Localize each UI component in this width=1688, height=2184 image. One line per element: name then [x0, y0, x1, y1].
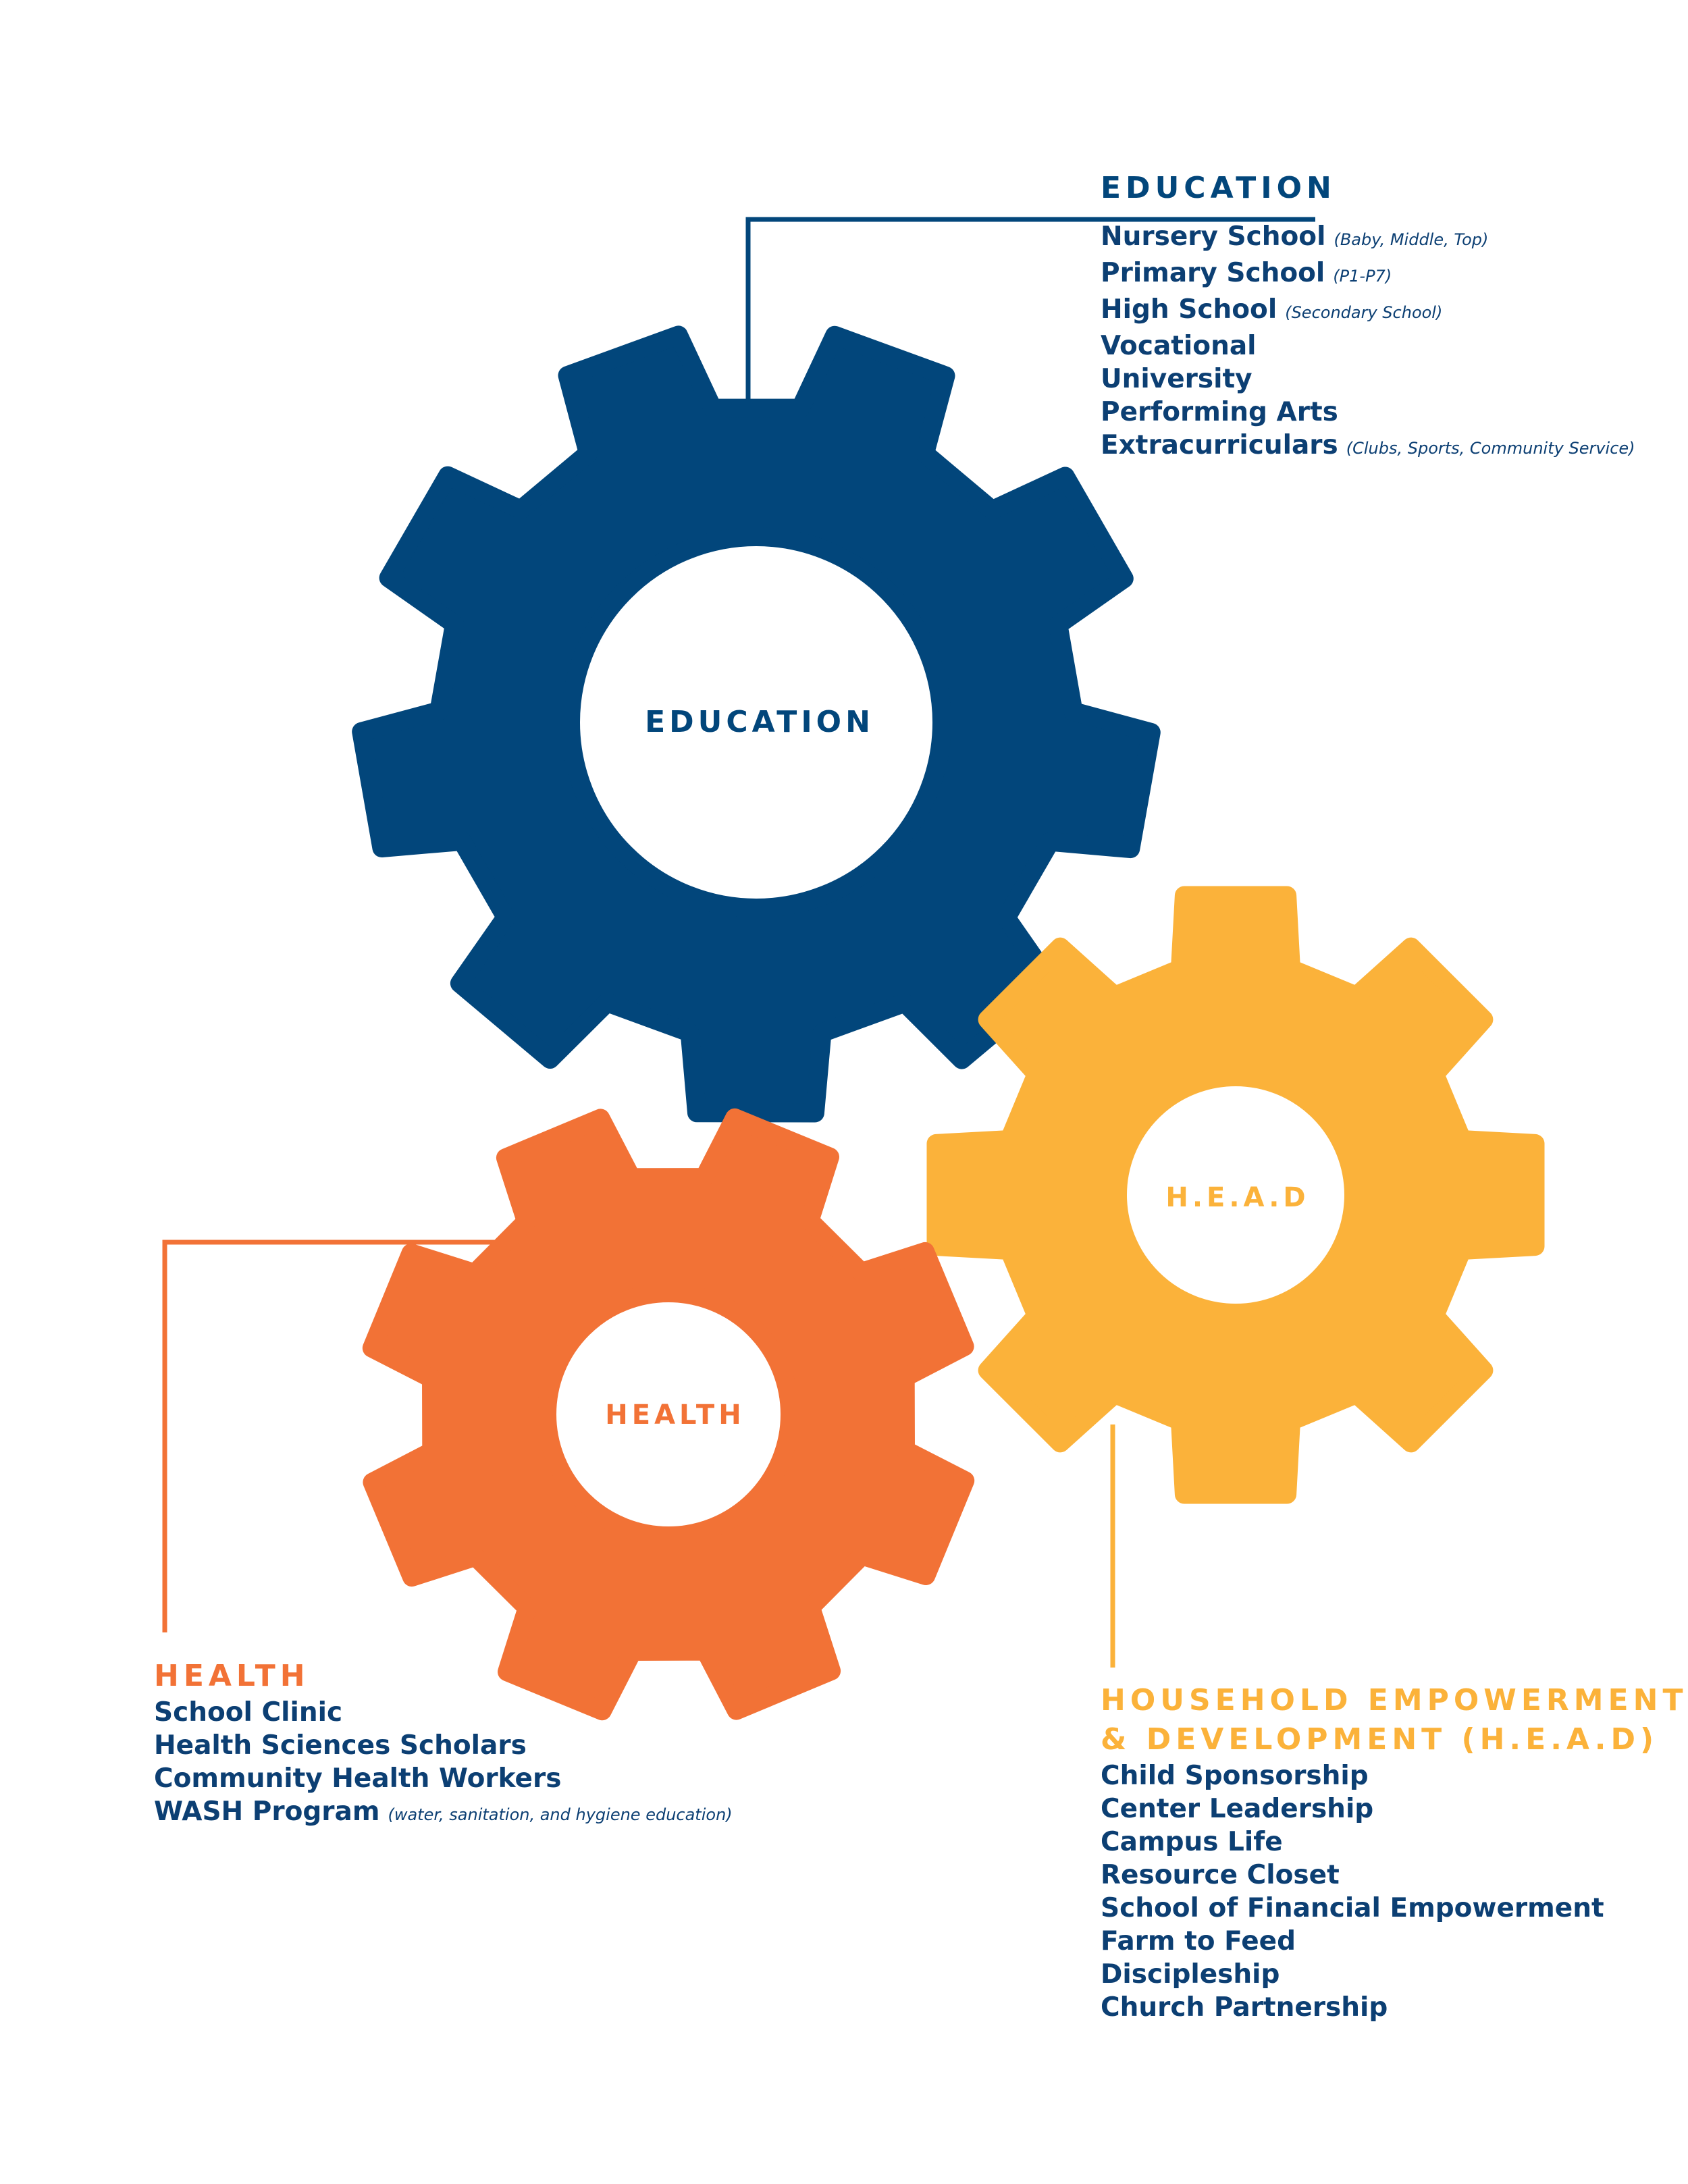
list-item-note: (Secondary School): [1285, 303, 1443, 322]
list-item-label: WASH Program: [154, 1796, 380, 1827]
health-connector-line: [162, 1240, 505, 1632]
head-gear-label: H.E.A.D: [1165, 1182, 1309, 1213]
list-item-note: (Clubs, Sports, Community Service): [1346, 439, 1635, 458]
list-item: Resource Closet: [1101, 1859, 1687, 1892]
list-item-label: Health Sciences Scholars: [154, 1730, 527, 1761]
list-item-label: Nursery School: [1101, 221, 1326, 252]
list-item: Primary School (P1-P7): [1101, 257, 1635, 293]
head-panel-title-line1: HOUSEHOLD EMPOWERMENT: [1101, 1683, 1688, 1717]
list-item: Child Sponsorship: [1101, 1759, 1687, 1792]
list-item: Performing Arts: [1101, 396, 1635, 429]
education-gear-label: EDUCATION: [645, 705, 874, 739]
list-item: High School (Secondary School): [1101, 293, 1635, 329]
list-item: Center Leadership: [1101, 1792, 1687, 1826]
education-item-list: Nursery School (Baby, Middle, Top) Primary…: [1101, 220, 1635, 465]
list-item-label: Primary School: [1101, 258, 1325, 288]
list-item: School Clinic: [154, 1696, 733, 1729]
list-item: Vocational: [1101, 329, 1635, 363]
list-item-label: School of Financial Empowerment: [1101, 1893, 1604, 1923]
list-item: University: [1101, 363, 1635, 396]
head-panel: HOUSEHOLD EMPOWERMENT & DEVELOPMENT (H.E…: [1101, 1681, 1687, 2024]
list-item-label: Performing Arts: [1101, 397, 1338, 427]
list-item: Extracurriculars (Clubs, Sports, Communit…: [1101, 429, 1635, 465]
list-item-label: Center Leadership: [1101, 1794, 1374, 1824]
education-panel: EDUCATION Nursery School (Baby, Middle, T…: [1101, 169, 1635, 465]
list-item: Community Health Workers: [154, 1762, 733, 1795]
list-item: Campus Life: [1101, 1826, 1687, 1859]
health-gear: [362, 1108, 975, 1721]
list-item-label: Farm to Feed: [1101, 1926, 1296, 1956]
list-item-label: Vocational: [1101, 331, 1257, 361]
list-item-label: Child Sponsorship: [1101, 1761, 1369, 1791]
health-gear-label: HEALTH: [605, 1400, 745, 1431]
head-gear: [926, 886, 1545, 1504]
education-connector-line: [745, 217, 1315, 413]
education-panel-title: EDUCATION: [1101, 171, 1336, 205]
head-panel-title: HOUSEHOLD EMPOWERMENT & DEVELOPMENT (H.E…: [1101, 1681, 1687, 1759]
head-panel-title-line2: & DEVELOPMENT (H.E.A.D): [1101, 1722, 1659, 1757]
list-item-note: (Baby, Middle, Top): [1334, 230, 1489, 249]
list-item-label: Resource Closet: [1101, 1860, 1340, 1890]
list-item: Church Partnership: [1101, 1991, 1687, 2024]
list-item: Health Sciences Scholars: [154, 1729, 733, 1762]
list-item-label: Church Partnership: [1101, 1992, 1388, 2023]
list-item-label: High School: [1101, 294, 1277, 325]
education-gear: [352, 325, 1161, 1123]
list-item-label: Community Health Workers: [154, 1763, 562, 1794]
list-item: Farm to Feed: [1101, 1925, 1687, 1958]
list-item: WASH Program (water, sanitation, and hygi…: [154, 1795, 733, 1832]
list-item-label: School Clinic: [154, 1697, 343, 1728]
list-item: School of Financial Empowerment: [1101, 1892, 1687, 1925]
list-item: Discipleship: [1101, 1958, 1687, 1991]
list-item-note: (P1-P7): [1333, 267, 1392, 286]
list-item: Nursery School (Baby, Middle, Top): [1101, 220, 1635, 257]
health-panel-title: HEALTH: [154, 1659, 310, 1693]
list-item-label: Discipleship: [1101, 1959, 1280, 1990]
list-item-note: (water, sanitation, and hygiene educatio…: [388, 1805, 733, 1824]
list-item-label: Campus Life: [1101, 1827, 1283, 1857]
list-item-label: University: [1101, 364, 1252, 394]
list-item-label: Extracurriculars: [1101, 430, 1338, 460]
